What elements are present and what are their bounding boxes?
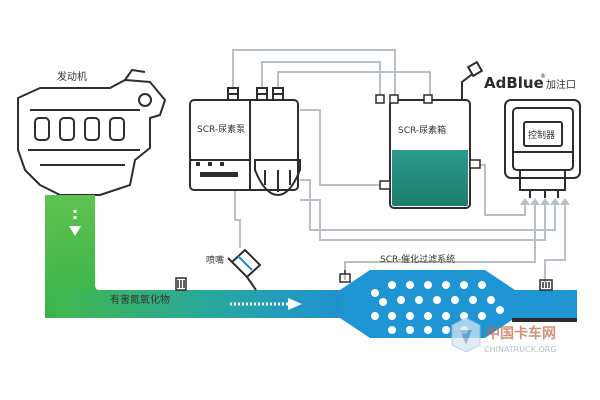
outlet-sensor-icon	[539, 279, 553, 291]
controller-label: 控制器	[528, 129, 555, 141]
watermark-cn: 中国卡车网	[486, 325, 556, 342]
down-arrow-icon	[69, 210, 81, 236]
catalyst-holes	[371, 281, 504, 334]
nozzle-label: 喷嘴	[206, 255, 224, 266]
controller	[504, 99, 581, 198]
adblue-registered-mark: ®	[540, 73, 546, 80]
catalyst-sensor-icon	[339, 270, 351, 283]
right-arrow-icon	[230, 298, 302, 310]
pump-label: SCR-尿素泵	[197, 123, 245, 135]
adblue-brand: AdBlue	[484, 74, 544, 92]
engine-label: 发动机	[57, 70, 87, 83]
tank-label: SCR-尿素箱	[398, 124, 446, 136]
connection-lines	[232, 49, 566, 282]
pipe-sensor-icon	[175, 277, 187, 291]
controller-input-arrows	[520, 198, 570, 205]
urea-pump	[189, 87, 301, 197]
nozzle-icon	[227, 248, 262, 291]
catalyst-label: SCR-催化过滤系统	[380, 253, 455, 265]
engine	[17, 69, 166, 196]
urea-tank	[375, 60, 484, 209]
watermark-en: CHINATRUCK.ORG	[484, 345, 557, 354]
outlet-pipe	[512, 290, 577, 322]
exhaust-pipe	[45, 195, 350, 318]
filler-label: 加注口	[546, 78, 576, 91]
watermark: 中国卡车网 CHINATRUCK.ORG	[451, 317, 557, 354]
gas-label: 有害氮氧化物	[110, 293, 170, 306]
